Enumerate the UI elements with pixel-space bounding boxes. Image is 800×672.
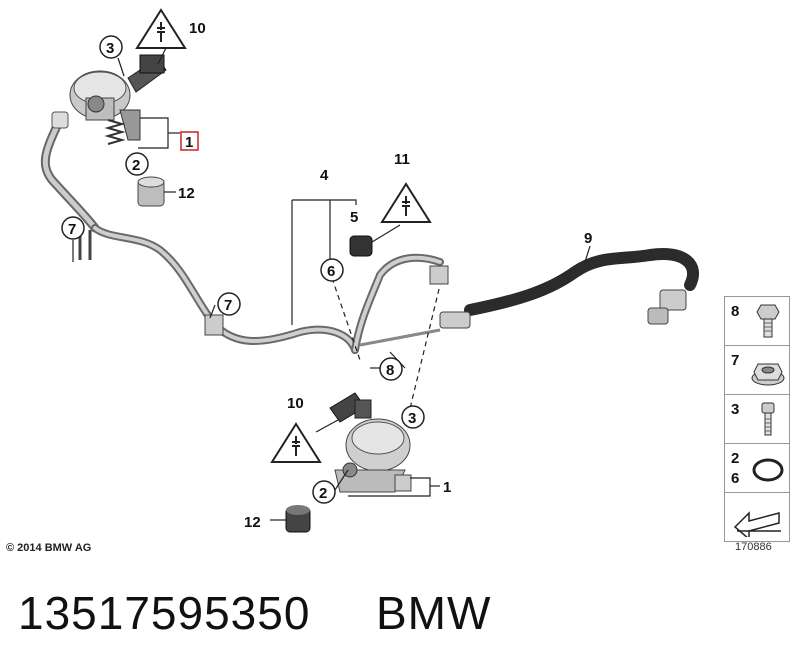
legend-label: 8 (731, 303, 740, 320)
legend-label: 6 (731, 470, 740, 487)
callout-11: 11 (394, 151, 410, 168)
legend-row-oring: 2 6 (725, 444, 789, 493)
legend-label: 2 (731, 450, 740, 467)
fuel-hose (439, 248, 699, 329)
highlight-box (180, 131, 199, 151)
callout-6: 6 (327, 263, 335, 280)
callout-1-top: 1 (185, 134, 193, 151)
hex-nut-icon (751, 363, 785, 386)
legend-row-screw: 3 (725, 395, 789, 444)
callout-7-mid: 7 (224, 297, 232, 314)
callout-3-bottom: 3 (408, 410, 416, 427)
callout-3-top: 3 (106, 40, 114, 57)
callout-circles (61, 35, 425, 504)
pump-spring (104, 119, 126, 145)
callout-12-top: 12 (178, 185, 195, 202)
legend-label: 7 (731, 352, 740, 369)
fitting-5 (349, 235, 373, 257)
legend-row-bolt: 8 (725, 297, 789, 346)
direction-arrow-icon (733, 511, 781, 537)
callout-2-bottom: 2 (319, 485, 327, 502)
callout-7-left: 7 (68, 221, 76, 238)
socket-screw-icon (761, 402, 775, 436)
top-pump-assembly (40, 54, 167, 233)
callout-9: 9 (584, 230, 592, 247)
callout-10-bottom: 10 (287, 395, 304, 412)
warning-triangle-bottom-icon (270, 422, 322, 463)
caption: 13517595350 BMW (18, 586, 491, 640)
bottom-pump-assembly (285, 392, 412, 533)
callout-5: 5 (350, 209, 358, 226)
callout-8: 8 (386, 362, 394, 379)
legend-label: 3 (731, 401, 740, 418)
legend-row-arrow (725, 493, 789, 541)
tappet-12-bottom (285, 505, 311, 533)
callout-1-bottom: 1 (443, 479, 451, 496)
fuel-pipe (78, 224, 449, 354)
callout-4: 4 (320, 167, 329, 184)
copyright-text: © 2014 BMW AG (6, 542, 92, 554)
diagram-reference-number: 170886 (735, 541, 772, 553)
o-ring-icon (752, 458, 784, 482)
warning-triangle-top-icon (135, 8, 187, 49)
hex-bolt-icon (756, 304, 780, 338)
tappet-12-top (137, 176, 165, 207)
callout-12-bottom: 12 (244, 514, 261, 531)
brand-name: BMW (375, 587, 492, 639)
part-number: 13517595350 (18, 587, 311, 639)
callout-2-top: 2 (132, 157, 140, 174)
legend-panel: 8 7 3 2 6 (724, 296, 790, 542)
callout-10-top: 10 (189, 20, 206, 37)
warning-triangle-right-icon (380, 182, 432, 223)
legend-row-nut: 7 (725, 346, 789, 395)
